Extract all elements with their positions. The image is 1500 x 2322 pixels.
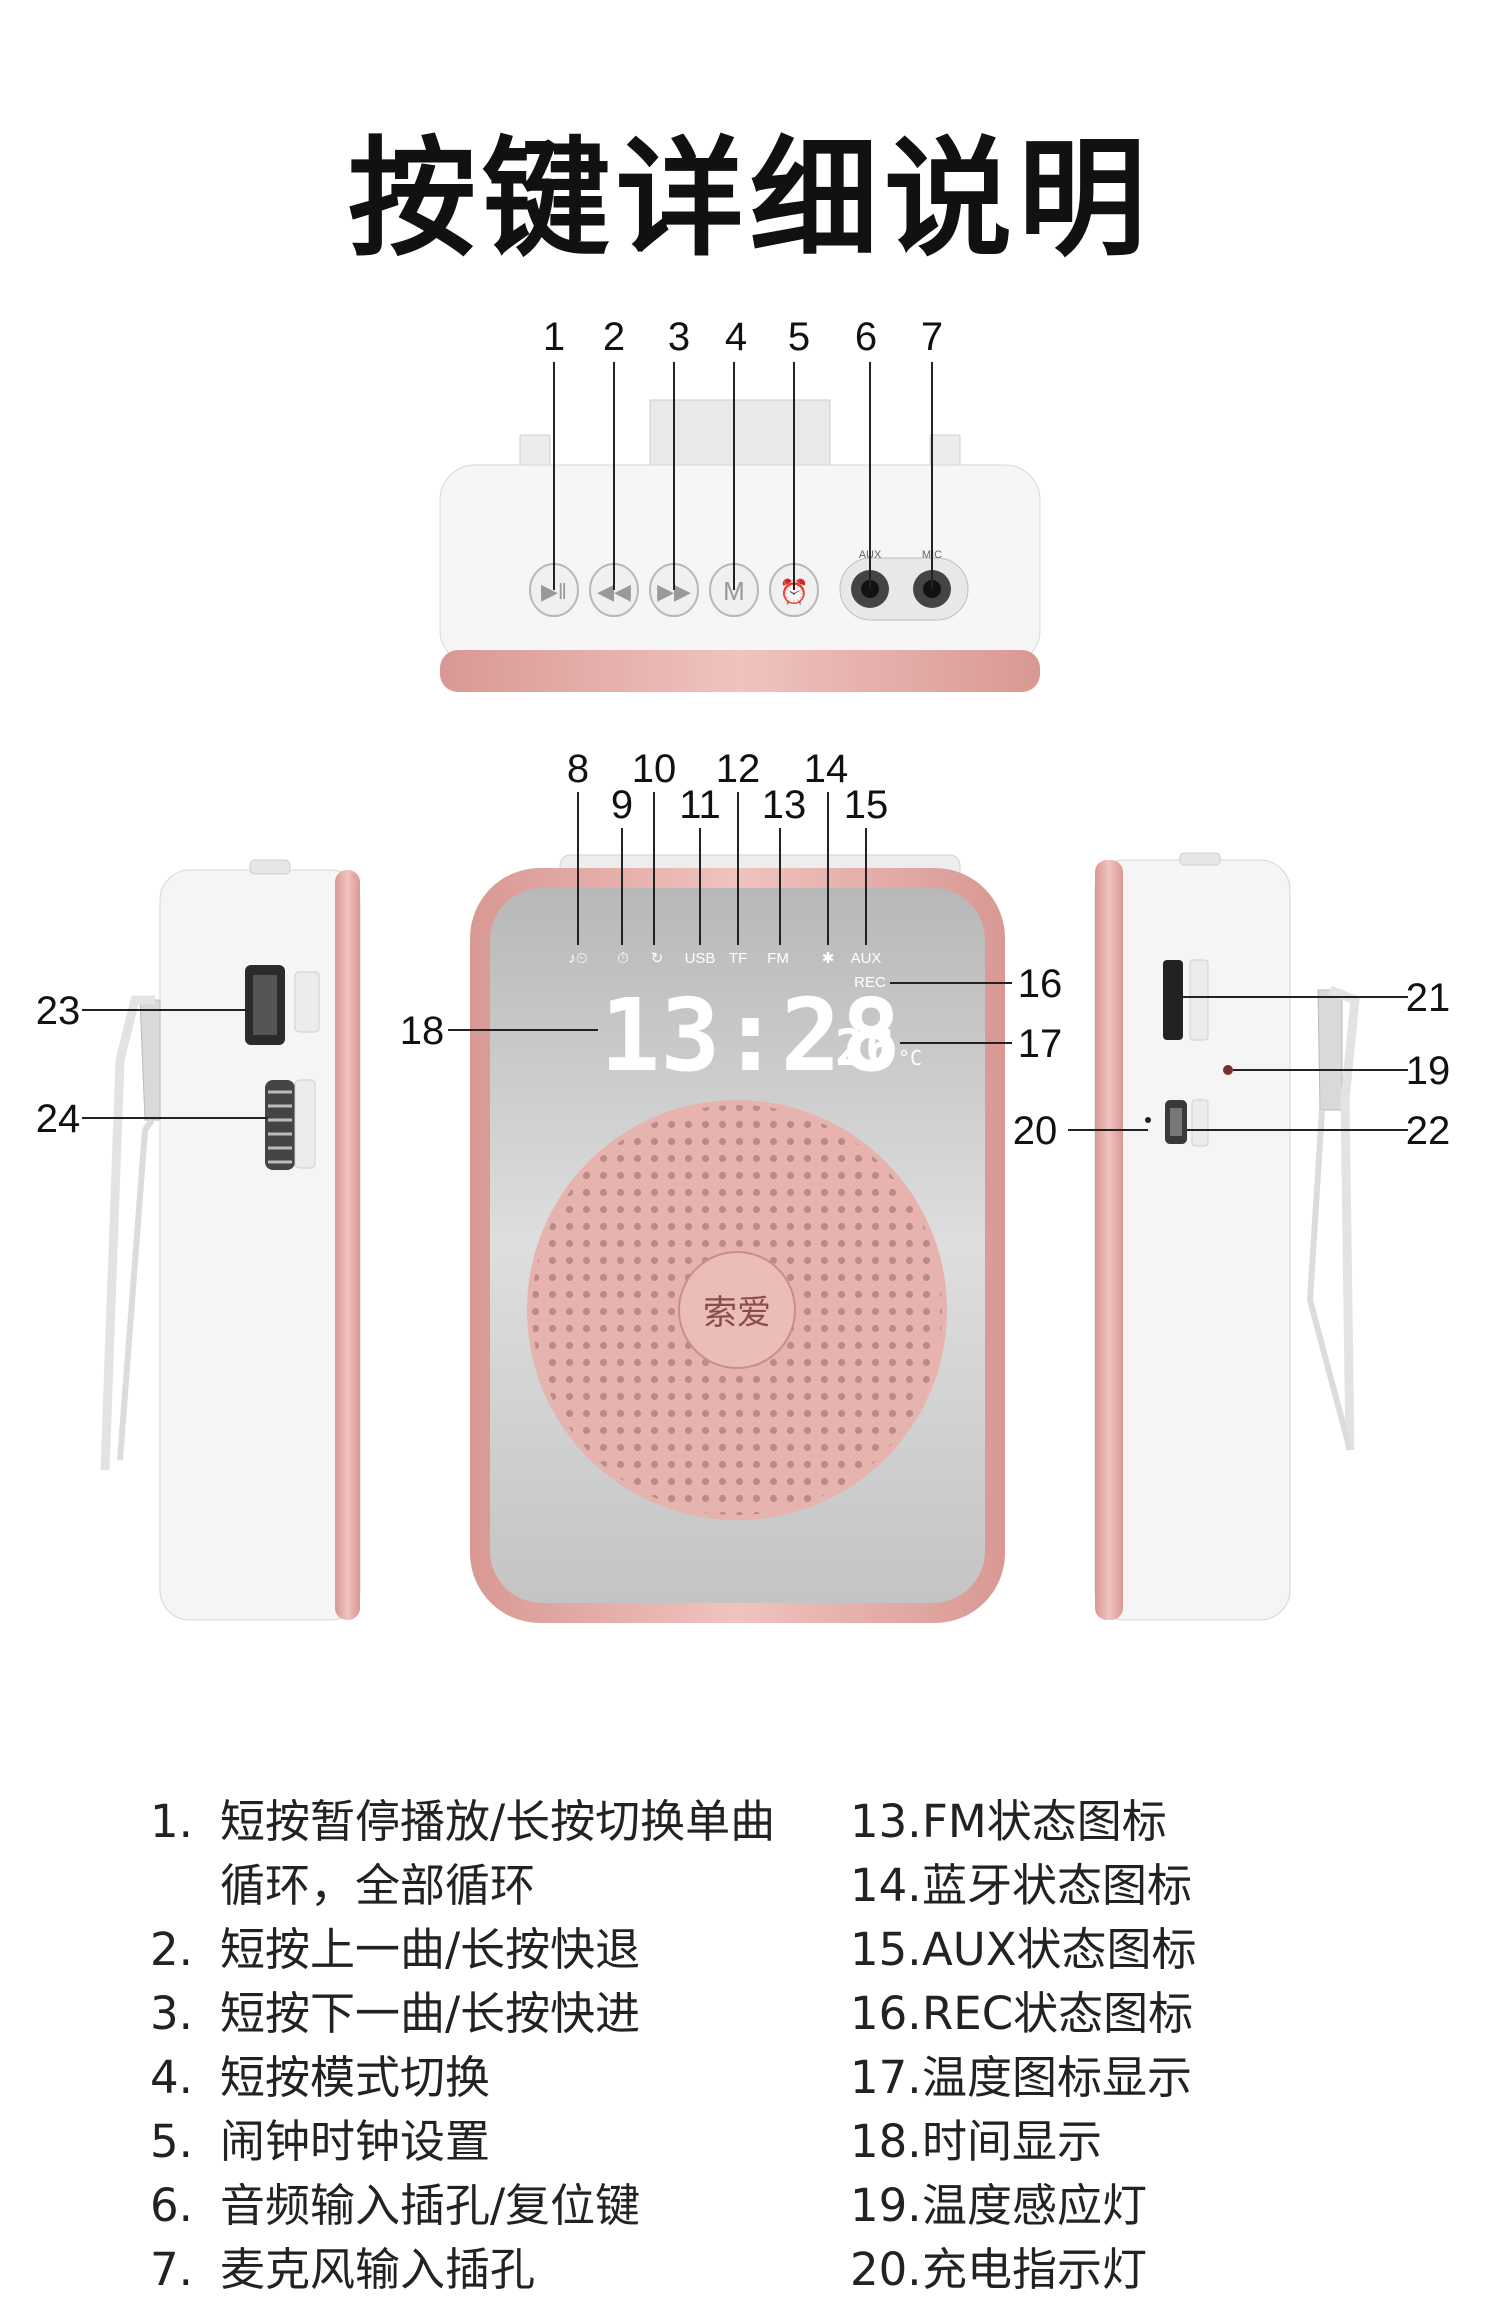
callout-5: 5 (788, 315, 810, 359)
item-text: 闹钟时钟设置 (220, 2115, 491, 2168)
item-number: 13. (850, 1795, 922, 1848)
usb-status-icon: USB (685, 950, 716, 967)
callout-2: 2 (603, 315, 625, 359)
list-item: 20.充电指示灯 (850, 2238, 1470, 2302)
aux-status-icon: AUX (851, 950, 882, 967)
item-text: 短按上一曲/长按快退 (220, 1923, 641, 1976)
item-text: 短按暂停播放/长按切换单曲循环，全部循环 (220, 1795, 776, 1912)
callout-23: 23 (36, 989, 81, 1033)
item-number: 14. (850, 1859, 922, 1912)
item-text: 短按模式切换 (220, 2051, 491, 2104)
item-number: 4. (150, 2051, 193, 2104)
callout-17: 17 (1018, 1022, 1063, 1066)
callout-7: 7 (921, 315, 943, 359)
item-text: REC状态图标 (922, 1987, 1194, 2040)
item-number: 1. (150, 1795, 193, 1848)
callout-15: 15 (844, 783, 889, 827)
tf-status-icon: TF (729, 950, 747, 967)
item-text: 短按下一曲/长按快进 (220, 1987, 641, 2040)
callout-12: 12 (716, 747, 761, 791)
callout-10: 10 (632, 747, 677, 791)
item-number: 16. (850, 1987, 922, 2040)
micro-usb-port[interactable] (1165, 1100, 1187, 1144)
front-device: ♪⏲ ⏱ ↻ USB TF FM ✱ AUX REC 13:28 26 °C 索… (400, 747, 1063, 1623)
callout-4: 4 (725, 315, 747, 359)
description-list-left: 1. 短按暂停播放/长按切换单曲循环，全部循环 2. 短按上一曲/长按快退 3. 短按… (150, 1790, 790, 2302)
callout-13: 13 (762, 783, 807, 827)
top-view-device: ▶‖ ◀◀ ▶▶ M ⏰ AUX MIC (439, 315, 1041, 692)
usb-a-port[interactable] (245, 965, 285, 1045)
left-side-device: 23 24 (36, 859, 361, 1621)
list-item: 13.FM状态图标 (850, 1790, 1470, 1854)
list-item: 17.温度图标显示 (850, 2046, 1470, 2110)
volume-wheel[interactable] (265, 1080, 295, 1170)
list-item: 4. 短按模式切换 (150, 2046, 790, 2110)
list-item: 1. 短按暂停播放/长按切换单曲循环，全部循环 (150, 1790, 790, 1918)
item-text: 蓝牙状态图标 (922, 1859, 1193, 1912)
list-item: 16.REC状态图标 (850, 1982, 1470, 2046)
time-display: 13:28 (600, 977, 901, 1094)
list-item: 7. 麦克风输入插孔 (150, 2238, 790, 2302)
rec-status-icon: REC (854, 974, 886, 991)
svg-text:↻: ↻ (651, 950, 664, 967)
svg-text:M: M (723, 576, 745, 606)
item-text: FM状态图标 (922, 1795, 1167, 1848)
item-number: 18. (850, 2115, 922, 2168)
svg-text:⏱: ⏱ (617, 950, 629, 967)
fm-status-icon: FM (767, 950, 789, 967)
item-number: 6. (150, 2179, 193, 2232)
item-text: 充电指示灯 (922, 2243, 1148, 2296)
list-item: 19.温度感应灯 (850, 2174, 1470, 2238)
callout-24: 24 (36, 1097, 81, 1141)
item-number: 5. (150, 2115, 193, 2168)
callout-9: 9 (611, 783, 633, 827)
item-text: 温度图标显示 (922, 2051, 1193, 2104)
temperature-display: 26 (835, 1019, 895, 1077)
callout-8: 8 (567, 747, 589, 791)
temperature-sensor-light (1223, 1065, 1233, 1075)
item-text: 温度感应灯 (922, 2179, 1148, 2232)
list-item: 14.蓝牙状态图标 (850, 1854, 1470, 1918)
callout-22: 22 (1406, 1109, 1451, 1153)
item-number: 19. (850, 2179, 922, 2232)
item-number: 20. (850, 2243, 922, 2296)
item-number: 2. (150, 1923, 193, 1976)
item-text: AUX状态图标 (922, 1923, 1197, 1976)
callout-20: 20 (1013, 1109, 1058, 1153)
item-number: 7. (150, 2243, 193, 2296)
temperature-unit: °C (898, 1046, 922, 1070)
list-item: 6. 音频输入插孔/复位键 (150, 2174, 790, 2238)
list-item: 18.时间显示 (850, 2110, 1470, 2174)
description-list-right: 13.FM状态图标 14.蓝牙状态图标 15.AUX状态图标 16.REC状态图… (850, 1790, 1470, 2302)
item-number: 15. (850, 1923, 922, 1976)
tf-card-slot[interactable] (1163, 960, 1183, 1040)
list-item: 2. 短按上一曲/长按快退 (150, 1918, 790, 1982)
callout-14: 14 (804, 747, 849, 791)
callout-1: 1 (543, 315, 565, 359)
callout-18: 18 (400, 1009, 445, 1053)
item-text: 音频输入插孔/复位键 (220, 2179, 641, 2232)
callout-11: 11 (679, 783, 721, 827)
callout-16: 16 (1018, 962, 1063, 1006)
page-title: 按键详细说明 (347, 125, 1152, 274)
item-number: 3. (150, 1987, 193, 2040)
product-diagram: ▶‖ ◀◀ ▶▶ M ⏰ AUX MIC (36, 315, 1451, 1623)
right-side-device: 21 19 22 20 (1013, 852, 1451, 1621)
list-item: 15.AUX状态图标 (850, 1918, 1470, 1982)
svg-text:♪⏲: ♪⏲ (568, 950, 587, 967)
item-text: 麦克风输入插孔 (220, 2243, 536, 2296)
list-item: 5. 闹钟时钟设置 (150, 2110, 790, 2174)
item-number: 17. (850, 2051, 922, 2104)
list-item: 3. 短按下一曲/长按快进 (150, 1982, 790, 2046)
callout-21: 21 (1406, 976, 1451, 1020)
callout-6: 6 (855, 315, 877, 359)
svg-text:✱: ✱ (822, 950, 835, 967)
charge-indicator-light (1145, 1117, 1151, 1123)
brand-logo: 索爱 (703, 1293, 771, 1333)
item-text: 时间显示 (922, 2115, 1103, 2168)
callout-19: 19 (1406, 1049, 1451, 1093)
callout-3: 3 (668, 315, 690, 359)
